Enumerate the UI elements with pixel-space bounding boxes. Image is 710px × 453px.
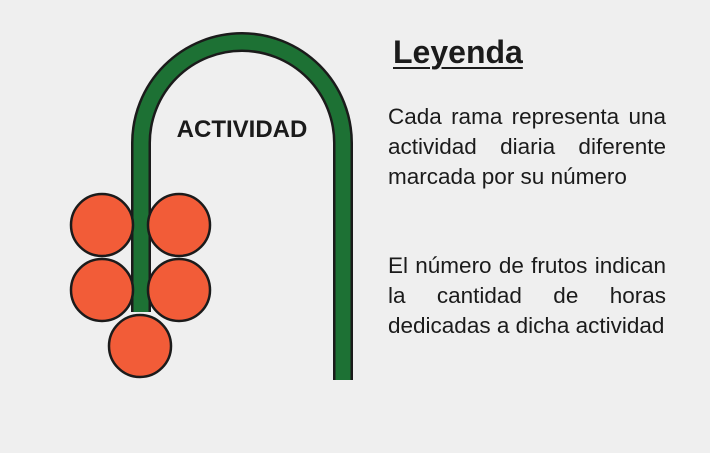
legend-branch-description: Cada rama representa una actividad diari… xyxy=(388,104,666,189)
fruit xyxy=(146,192,212,258)
fruit xyxy=(146,257,212,323)
branch-label: ACTIVIDAD xyxy=(177,116,308,143)
activity-branch-fill xyxy=(133,34,351,380)
fruit xyxy=(107,313,173,379)
branch-diagram: ACTIVIDAD xyxy=(69,32,353,380)
fruit-cluster xyxy=(69,192,212,379)
fruit xyxy=(69,257,135,323)
legend-title: Leyenda xyxy=(393,34,523,70)
fruit xyxy=(69,192,135,258)
legend-fruit-description: El número de frutos indican la cantidad … xyxy=(388,253,666,338)
